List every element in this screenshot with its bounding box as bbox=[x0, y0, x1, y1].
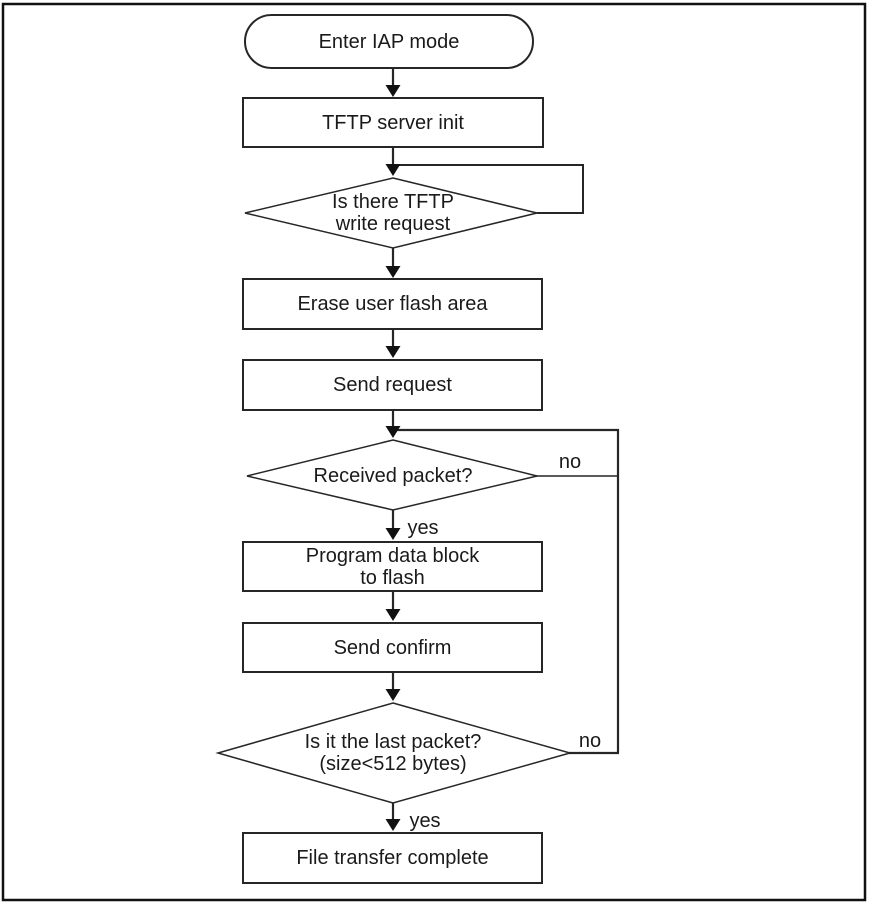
node-label-received-packet: Received packet? bbox=[313, 465, 473, 487]
arrowhead-9 bbox=[385, 819, 401, 831]
decision-shape-tftp-write-request bbox=[244, 177, 538, 249]
loop-line-write-request bbox=[393, 164, 584, 214]
arrowhead-2 bbox=[385, 164, 401, 176]
decision-shape-last-packet bbox=[215, 702, 573, 804]
node-label-erase-user-flash: Erase user flash area bbox=[297, 293, 488, 315]
arrowhead-5 bbox=[385, 426, 401, 438]
arrowhead-7 bbox=[385, 609, 401, 621]
node-label-file-transfer-complete: File transfer complete bbox=[296, 847, 489, 869]
process-shape-erase-user-flash bbox=[242, 278, 543, 330]
node-label-send-request: Send request bbox=[333, 374, 452, 396]
edge-label-received-packet-yes: yes bbox=[407, 517, 439, 539]
edge-label-last-packet-yes: yes bbox=[409, 810, 441, 832]
node-label-tftp-server-init: TFTP server init bbox=[322, 111, 464, 134]
arrowhead-6 bbox=[385, 528, 401, 540]
node-label-enter-iap-mode: Enter IAP mode bbox=[318, 30, 460, 53]
arrowhead-8 bbox=[385, 689, 401, 701]
process-shape-send-confirm bbox=[242, 622, 543, 673]
edge-label-received-packet-no: no bbox=[558, 451, 582, 473]
decision-shape-received-packet bbox=[246, 439, 538, 511]
arrowhead-3 bbox=[385, 266, 401, 278]
edge-label-last-packet-no: no bbox=[578, 730, 602, 752]
arrowhead-4 bbox=[385, 346, 401, 358]
process-shape-file-transfer-complete bbox=[242, 832, 543, 884]
node-label-last-packet: Is it the last packet? (size<512 bytes) bbox=[304, 731, 482, 775]
terminator-shape-enter-iap-mode bbox=[244, 14, 534, 69]
loop-line-return-to-receive bbox=[393, 428, 620, 753]
arrowhead-1 bbox=[385, 85, 401, 97]
node-label-tftp-write-request: Is there TFTP write request bbox=[332, 191, 454, 235]
process-shape-tftp-server-init bbox=[242, 97, 544, 148]
node-label-program-data-block: Program data block to flash bbox=[305, 544, 480, 589]
node-label-send-confirm: Send confirm bbox=[333, 636, 452, 659]
process-shape-program-data-block bbox=[242, 541, 543, 592]
arrowheads bbox=[385, 85, 401, 831]
process-shape-send-request bbox=[242, 359, 543, 411]
